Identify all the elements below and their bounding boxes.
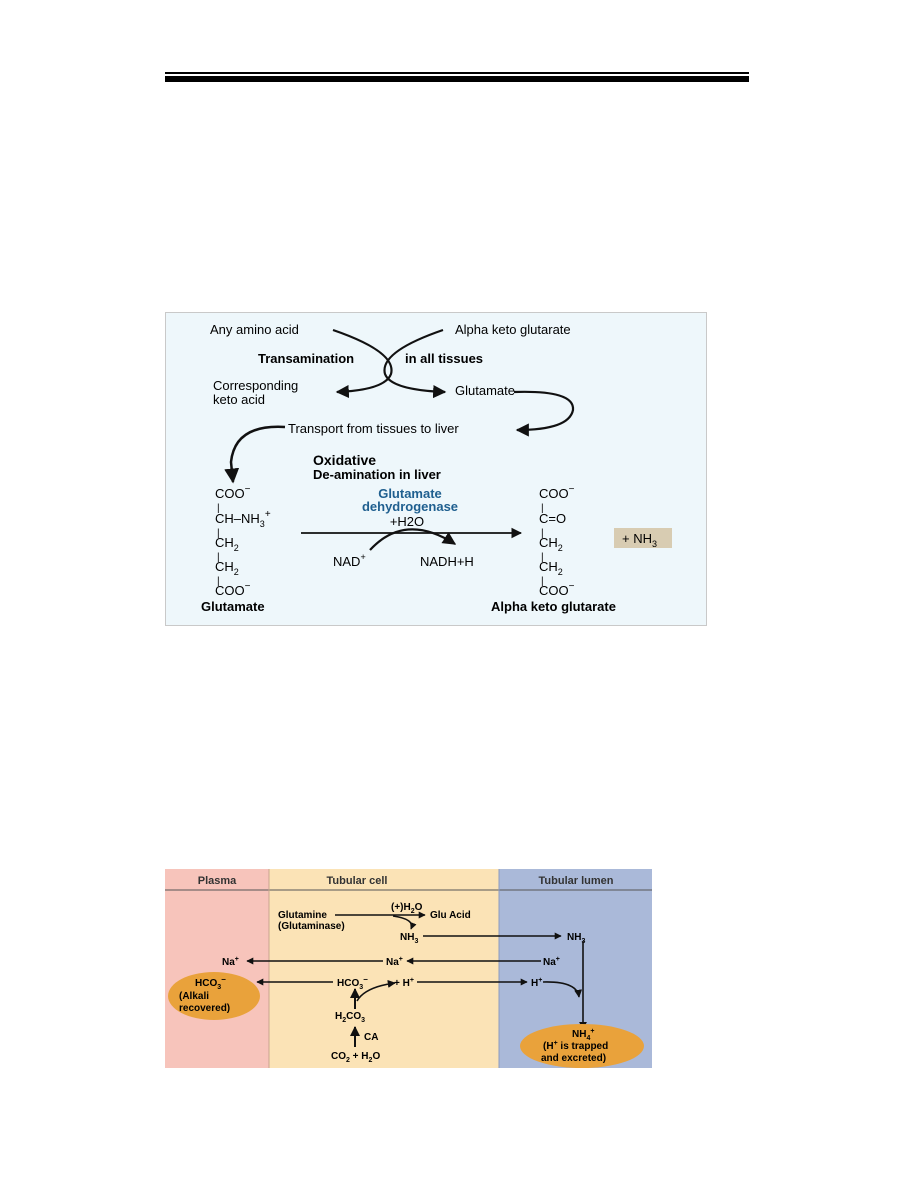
glutaminase-label: (Glutaminase) (278, 921, 345, 932)
tubular-cell-column (269, 869, 499, 1068)
svg-text:|: | (541, 576, 544, 587)
h-trap-arrow (542, 981, 583, 998)
cell-h-label: + H+ (394, 977, 414, 989)
glutamate-structure: COO− | CH–NH3+ | CH2 | CH2 | COO− (215, 484, 271, 598)
deamination-label: De-amination in liver (313, 467, 441, 482)
lumen-h-label: H+ (531, 977, 542, 989)
keto-acid-label: keto acid (213, 392, 265, 407)
transamination-arc-left (332, 328, 393, 399)
renal-ammonia-diagram: Plasma Tubular cell Tubular lumen (+)H2O… (165, 869, 652, 1068)
cell-na-label: Na+ (386, 956, 403, 968)
nad-cofactor-arrow (369, 528, 457, 551)
ca-label: CA (364, 1032, 378, 1043)
h2o-label: (+)H2O (391, 902, 423, 915)
svg-text:CH–NH3+: CH–NH3+ (215, 509, 271, 529)
alkali-line1: (Alkali (179, 991, 209, 1002)
figure-background (165, 312, 707, 626)
alpha-keto-glutarate-structure: COO− | C=O | CH2 | CH2 | COO− (539, 484, 575, 598)
plasma-header: Plasma (198, 875, 237, 887)
svg-text:COO−: COO− (539, 581, 575, 598)
svg-text:|: | (217, 576, 220, 587)
alpha-keto-glutarate-top-label: Alpha keto glutarate (455, 322, 571, 337)
cell-nh3-label: NH3 (400, 932, 418, 945)
nh4-trapped-oval (520, 1024, 644, 1068)
nh3-release-arrow (392, 915, 417, 930)
trapped-line2: and excreted) (541, 1053, 606, 1064)
svg-text:COO−: COO− (215, 581, 251, 598)
nadh-label: NADH+H (420, 554, 474, 569)
alkali-line2: recovered) (179, 1003, 230, 1014)
co2-h2o-label: CO2 + H2O (331, 1051, 380, 1064)
svg-text:COO−: COO− (215, 484, 251, 501)
alpha-keto-glutarate-caption: Alpha keto glutarate (491, 599, 616, 614)
svg-text:COO−: COO− (539, 484, 575, 501)
glu-acid-label: Glu Acid (430, 910, 471, 921)
svg-text:|: | (541, 503, 544, 514)
svg-text:|: | (217, 528, 220, 539)
tubular-lumen-header: Tubular lumen (539, 875, 614, 887)
svg-text:|: | (541, 552, 544, 563)
svg-text:|: | (217, 503, 220, 514)
oxidative-label: Oxidative (313, 452, 376, 468)
glutamine-label: Glutamine (278, 910, 327, 921)
svg-text:CH2: CH2 (215, 535, 239, 553)
transamination-label: Transamination (258, 351, 354, 366)
svg-text:C=O: C=O (539, 511, 566, 526)
h2co3-to-h-arrow (356, 979, 396, 1002)
nh3-label: + NH3 (622, 531, 657, 549)
nad-label: NAD+ (333, 552, 366, 569)
transport-label: Transport from tissues to liver (288, 421, 459, 436)
glutamate-deamination-diagram: Any amino acid Alpha keto glutarate Tran… (165, 312, 707, 626)
alkali-recovered-oval (168, 972, 260, 1020)
lumen-na-label: Na+ (543, 956, 560, 968)
plasma-na-label: Na+ (222, 956, 239, 968)
corresponding-label: Corresponding (213, 378, 298, 393)
svg-text:|: | (217, 552, 220, 563)
plasma-column (165, 869, 269, 1068)
tubular-cell-header: Tubular cell (327, 875, 388, 887)
transamination-arc-right (383, 328, 447, 399)
enzyme-label-line2: dehydrogenase (362, 499, 458, 514)
glutamate-loop-arrow (513, 390, 575, 437)
cell-hco3-label: HCO3− (337, 975, 368, 991)
svg-text:CH2: CH2 (539, 559, 563, 577)
nh4-label: NH4+ (572, 1028, 594, 1042)
any-amino-acid-label: Any amino acid (210, 322, 299, 337)
glutamate-top-label: Glutamate (455, 383, 515, 398)
transport-down-arrow (224, 425, 286, 484)
water-label: +H2O (390, 514, 424, 529)
enzyme-label-line1: Glutamate (378, 486, 442, 501)
glutamate-caption: Glutamate (201, 599, 265, 614)
svg-text:CH2: CH2 (215, 559, 239, 577)
svg-text:|: | (541, 528, 544, 539)
trapped-line1: (H+ is trapped (543, 1040, 608, 1052)
in-all-tissues-label: in all tissues (405, 351, 483, 366)
header-rule (165, 72, 749, 82)
h2co3-label: H2CO3 (335, 1011, 365, 1024)
svg-text:CH2: CH2 (539, 535, 563, 553)
nh3-box (614, 528, 672, 548)
plasma-hco3-label: HCO3− (195, 975, 226, 991)
